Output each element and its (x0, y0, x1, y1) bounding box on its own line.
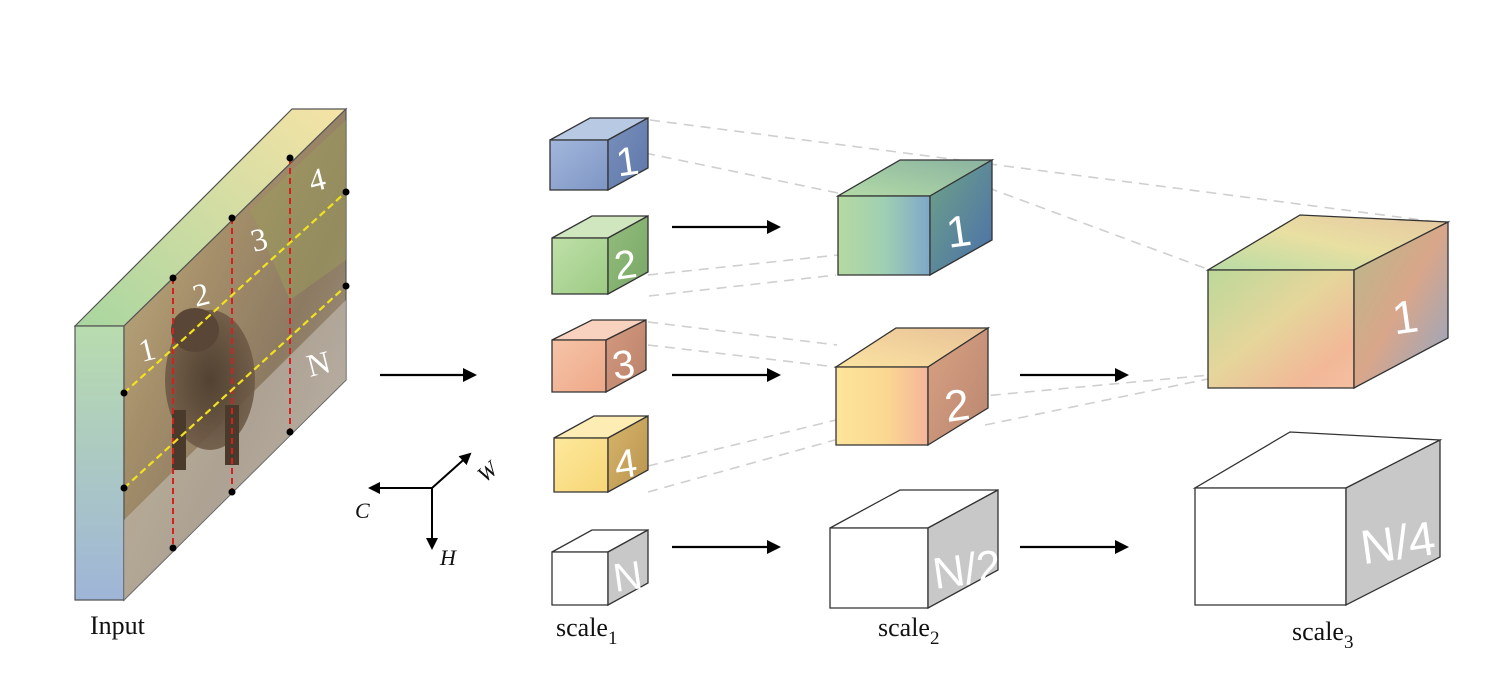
input-caption: Input (90, 611, 146, 640)
scale3-caption: scale3 (1292, 617, 1353, 653)
scale3-caption-sub: 3 (1344, 632, 1354, 653)
scale1-block-3: 3 (551, 318, 647, 394)
scale1-block-4: 4 (553, 414, 649, 494)
scale2-block-1: 1 (835, 158, 995, 277)
scale1-block-n: N (551, 528, 649, 607)
scale2-block-2: 2 (833, 326, 991, 447)
scale1-caption: scale1 (556, 613, 617, 649)
axis-label-w: W (472, 455, 503, 487)
scale1-block-1: 1 (549, 116, 649, 192)
scale3-block-n-quarter: N/4 (1192, 431, 1443, 607)
input-side-face (74, 325, 125, 601)
scale1-block-n-label: N (610, 553, 645, 601)
patch-row-dividers (123, 191, 347, 489)
scale1-caption-base: scale (556, 613, 608, 642)
scale1-caption-sub: 1 (608, 628, 618, 649)
axes-indicator (368, 452, 472, 550)
scale2-caption-base: scale (878, 613, 930, 642)
scale2-caption: scale2 (878, 613, 939, 649)
scale3-block-1: 1 (1205, 214, 1451, 390)
scale2-block-n-half: N/2 (829, 488, 1005, 610)
scale3-caption-base: scale (1292, 617, 1344, 646)
patch-column-dividers (172, 158, 291, 548)
background-foliage (250, 120, 346, 300)
scale2-block-n-half-label: N/2 (930, 541, 1005, 599)
axis-label-h: H (439, 545, 457, 570)
scale2-caption-sub: 2 (930, 628, 940, 649)
input-feature-slab: 1 2 3 4 N (73, 107, 350, 602)
grid-markers (120, 154, 350, 552)
scale1-block-2: 2 (551, 214, 649, 296)
axis-label-c: C (355, 498, 370, 523)
scale3-block-n-quarter-label: N/4 (1357, 512, 1438, 575)
